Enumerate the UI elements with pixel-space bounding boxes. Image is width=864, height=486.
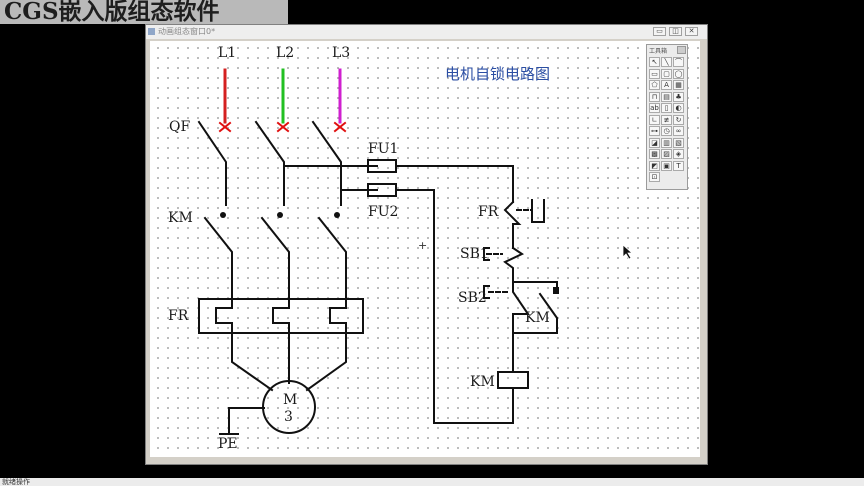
label-sb1: SB1 [460,246,489,262]
scale-tool-button[interactable]: ≢ [661,114,672,125]
clock-tool-button[interactable]: ◷ [661,126,672,136]
window-title: 动画组态窗口0* [158,27,216,36]
label-km-aux: KM [525,310,550,326]
toolbox-panel[interactable]: 工具箱 ↖╲⌒ ▭▢◯ ⬠A▦ ⊓▤♣ ab▯◐ ∟≢↻ ⊶◷∞ ◪▥▧ ▩▨◈ ◩▣T ⊡ [646,44,688,190]
library-tool-button[interactable]: ♣ [673,91,684,102]
fr-control-contact [503,199,545,249]
label-tool-button[interactable]: ∟ [649,114,660,125]
trend-tool-button[interactable]: ◩ [649,160,660,171]
draw-window: 动画组态窗口0* ▭ ◫ ✕ [145,24,708,465]
input-tool-button[interactable]: ab [649,103,660,113]
app-banner: CGS嵌入版组态软件 [0,0,288,24]
toolbox-close-button[interactable] [677,46,686,54]
km-coil [497,371,529,389]
button-tool-button[interactable]: ▯ [661,103,672,113]
close-button[interactable]: ✕ [685,27,698,36]
diagram-heading: 电机自锁电路图 [445,65,551,83]
font-tool-button[interactable]: T [673,160,684,171]
window-titlebar[interactable]: 动画组态窗口0* ▭ ◫ ✕ [146,25,707,39]
polygon-tool-button[interactable]: ⬠ [649,80,660,90]
label-fu1: FU1 [368,141,399,157]
label-motor-m: M [283,392,298,408]
label-fr-main: FR [168,308,189,324]
crosshair-icon: + [418,239,428,252]
km-main-contacts [203,212,347,300]
table-tool-button[interactable]: ▥ [661,137,672,148]
label-fr-ctrl: FR [478,204,499,220]
label-motor-3: 3 [284,409,293,425]
motor-feed [219,332,347,435]
sb1-stop-button [483,246,525,283]
window-icon [148,28,155,35]
restore-button[interactable]: ◫ [669,27,682,36]
rotate-tool-button[interactable]: ↻ [673,114,684,125]
minimize-button[interactable]: ▭ [653,27,666,36]
mouse-cursor-icon [622,244,634,260]
drawing-canvas[interactable] [150,41,700,457]
arc-tool-button[interactable]: ⌒ [673,57,684,67]
frame-tool-button[interactable]: ▤ [661,91,672,102]
toolbox-grid: ↖╲⌒ ▭▢◯ ⬠A▦ ⊓▤♣ ab▯◐ ∟≢↻ ⊶◷∞ ◪▥▧ ▩▨◈ ◩▣T ⊡ [649,57,685,184]
label-qf: QF [169,119,191,135]
label-l1: L1 [218,45,237,61]
qf-cross-marks [218,121,347,133]
label-km-coil: KM [470,374,495,390]
fuse-fu2 [367,183,397,197]
status-bar: 就绪操作 [0,478,864,486]
pointer-tool-button[interactable]: ↖ [649,57,660,67]
rounded-rect-tool-button[interactable]: ▢ [661,68,672,79]
image-tool-button[interactable]: ⊡ [649,172,660,182]
label-sb2: SB2 [458,290,487,306]
qf-breaker [197,120,342,206]
slider-tool-button[interactable]: ⊶ [649,126,660,136]
label-l3: L3 [332,45,351,61]
text-tool-button[interactable]: A [661,80,672,90]
chart-tool-button[interactable]: ◪ [649,137,660,148]
calendar-tool-button[interactable]: ▣ [661,160,672,171]
link-tool-button[interactable]: ∞ [673,126,684,136]
fuse-fu1 [367,159,397,173]
component-tool-button[interactable]: ◈ [673,149,684,159]
line-tool-button[interactable]: ╲ [661,57,672,67]
report-tool-button[interactable]: ▧ [673,137,684,148]
bitmap-tool-button[interactable]: ▦ [673,80,684,90]
rectangle-tool-button[interactable]: ▭ [649,68,660,79]
data-tool-button[interactable]: ▨ [661,149,672,159]
grid-tool-button[interactable]: ▩ [649,149,660,159]
sb2-start-button [483,281,559,371]
pipe-tool-button[interactable]: ⊓ [649,91,660,102]
control-taps [283,165,514,424]
toolbox-title: 工具箱 [649,48,668,55]
label-l2: L2 [276,45,295,61]
motor-symbol [262,380,316,434]
ellipse-tool-button[interactable]: ◯ [673,68,684,79]
label-pe: PE [218,436,238,452]
fr-thermal-relay [198,298,364,334]
label-km-main: KM [168,210,193,226]
label-fu2: FU2 [368,204,399,220]
lamp-tool-button[interactable]: ◐ [673,103,684,113]
